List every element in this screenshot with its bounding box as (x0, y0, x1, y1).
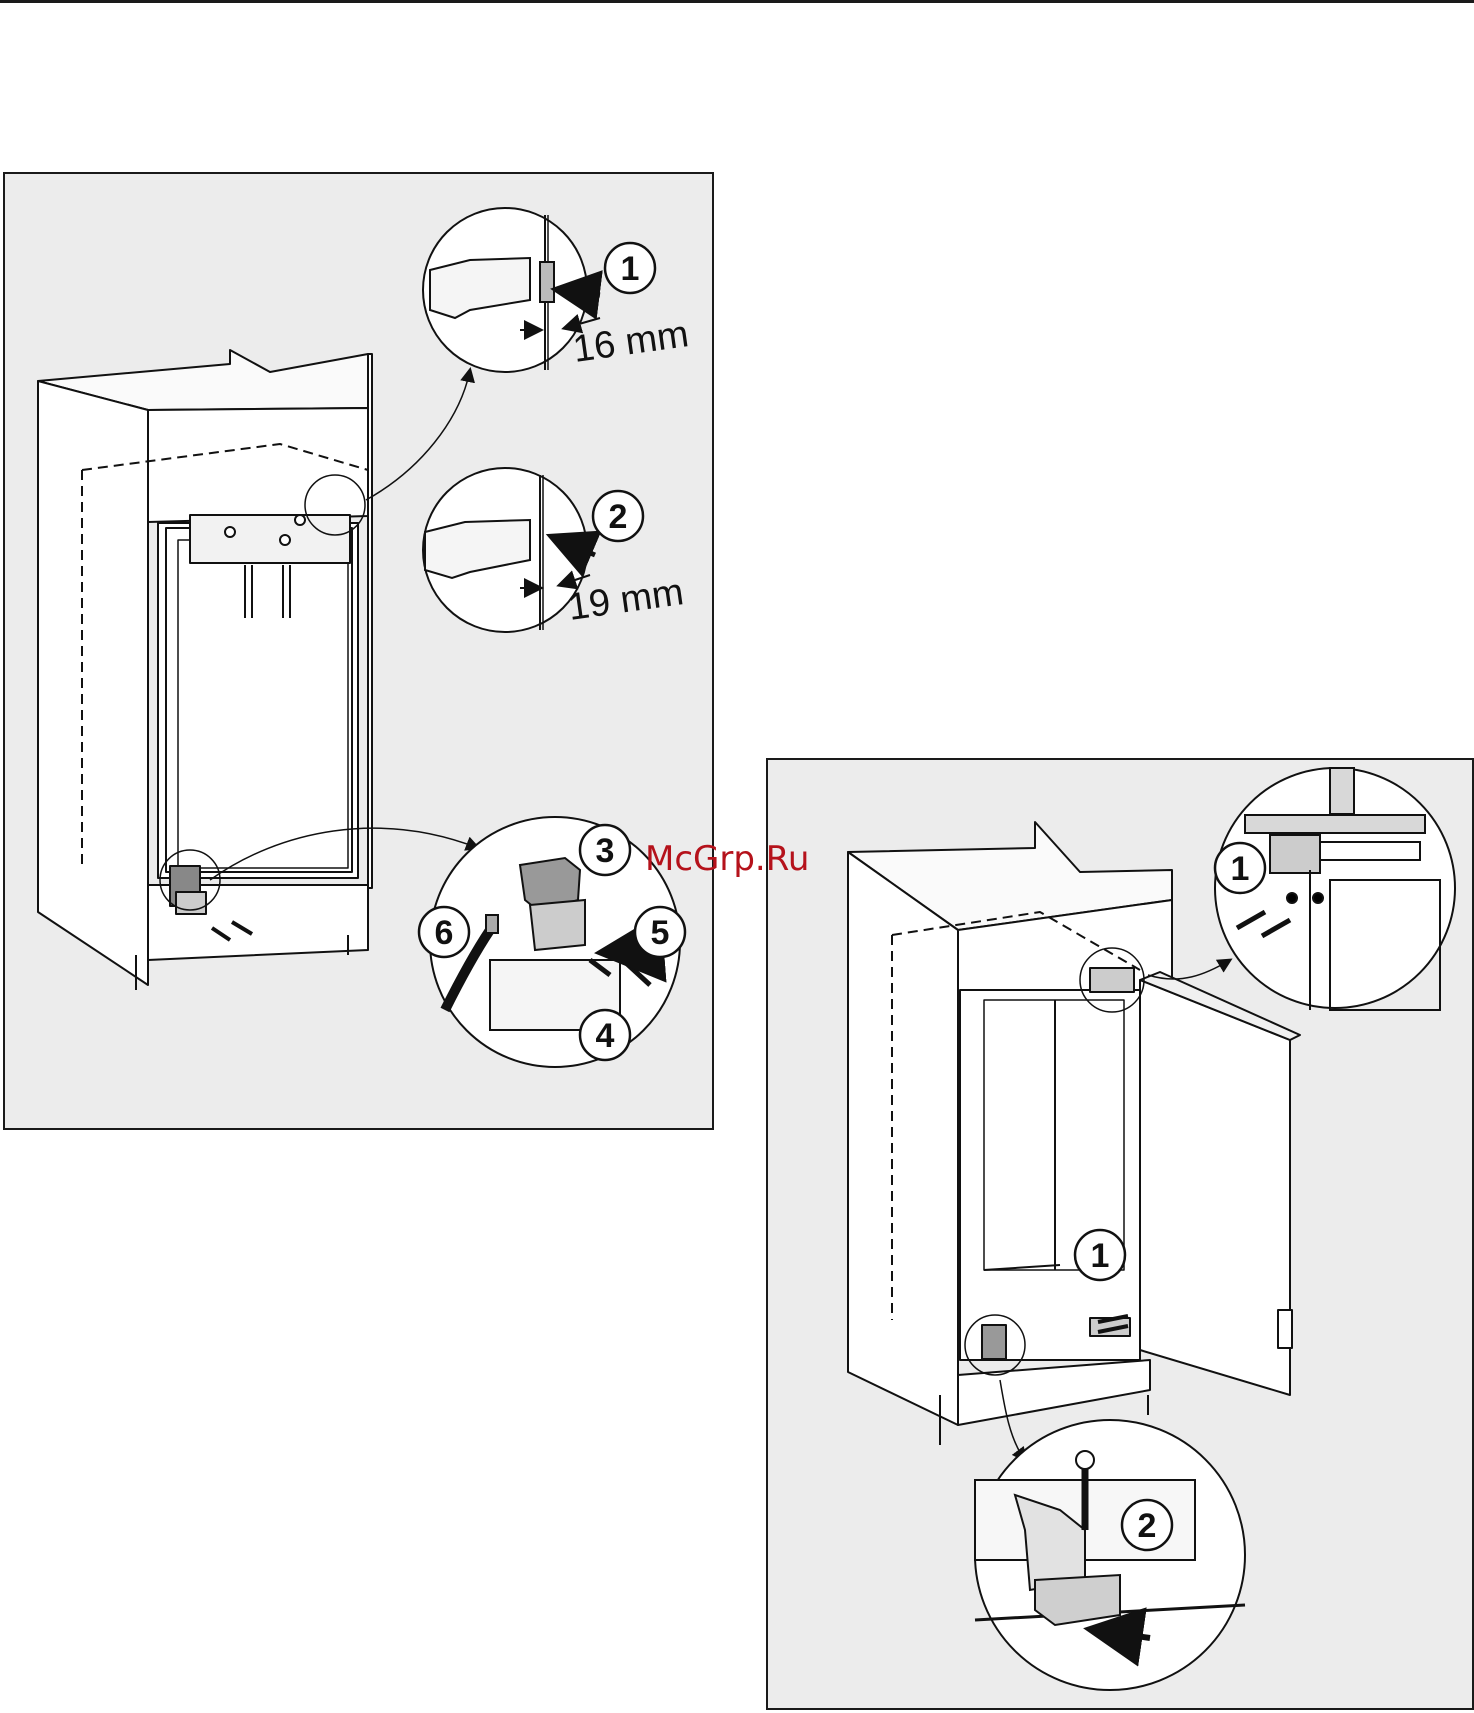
callout-5: 5 (635, 907, 685, 957)
right-callout-2-bottom: 2 (1122, 1500, 1172, 1550)
right-callout-1-top: 1 (1215, 843, 1265, 893)
watermark-text: McGrp.Ru (645, 839, 809, 879)
dimension-19mm: 19 mm (565, 571, 686, 629)
right-detail-circle-bottom (975, 1420, 1245, 1690)
connector-top-arrow (366, 370, 470, 500)
svg-text:1: 1 (621, 250, 640, 288)
left-cabinet (38, 350, 372, 990)
callout-6: 6 (419, 907, 469, 957)
right-callout-1-cabinet: 1 (1075, 1230, 1125, 1280)
svg-text:5: 5 (651, 914, 670, 952)
svg-text:1: 1 (1091, 1237, 1110, 1275)
svg-text:1: 1 (1231, 850, 1250, 888)
callout-1-top: 1 (605, 243, 655, 293)
svg-text:4: 4 (596, 1017, 615, 1055)
svg-text:2: 2 (1138, 1507, 1157, 1545)
callout-2-middle: 2 (593, 491, 643, 541)
svg-text:2: 2 (609, 498, 628, 536)
callout-4: 4 (580, 1010, 630, 1060)
callout-3: 3 (580, 825, 630, 875)
svg-text:6: 6 (435, 914, 454, 952)
svg-text:3: 3 (596, 832, 615, 870)
